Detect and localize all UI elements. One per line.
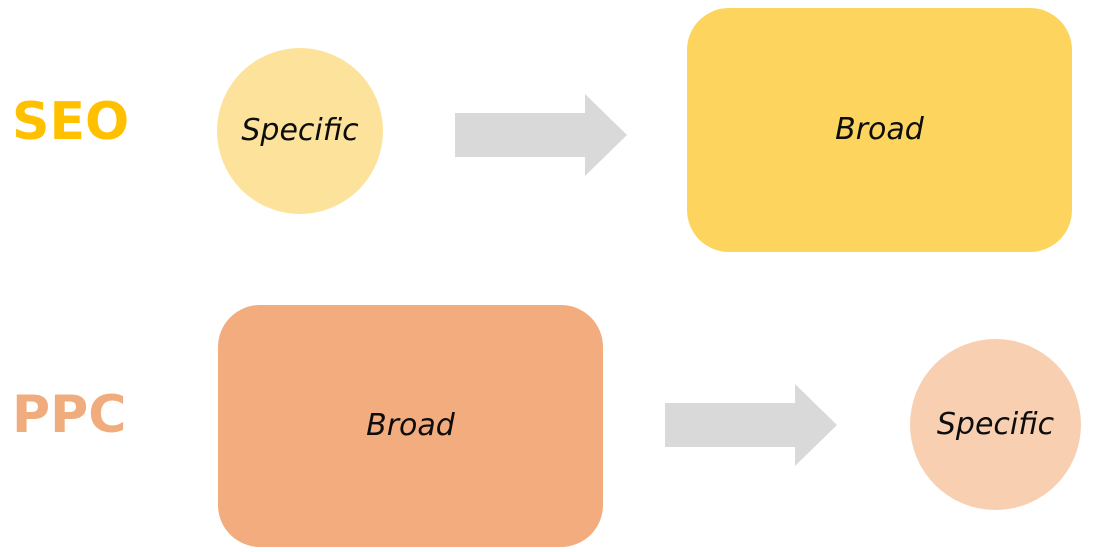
ppc-broad-rectangle: Broad xyxy=(218,305,603,547)
right-arrow-icon xyxy=(665,384,837,466)
right-arrow-icon xyxy=(455,94,627,176)
row-label-seo: SEO xyxy=(12,92,130,152)
seo-broad-label: Broad xyxy=(835,112,924,147)
row-label-ppc: PPC xyxy=(12,385,127,445)
seo-specific-label: Specific xyxy=(241,113,359,148)
seo-broad-rectangle: Broad xyxy=(687,8,1072,252)
seo-specific-circle: Specific xyxy=(217,48,383,214)
ppc-specific-circle: Specific xyxy=(910,339,1081,510)
ppc-specific-label: Specific xyxy=(936,406,1055,442)
ppc-broad-label: Broad xyxy=(366,408,455,443)
